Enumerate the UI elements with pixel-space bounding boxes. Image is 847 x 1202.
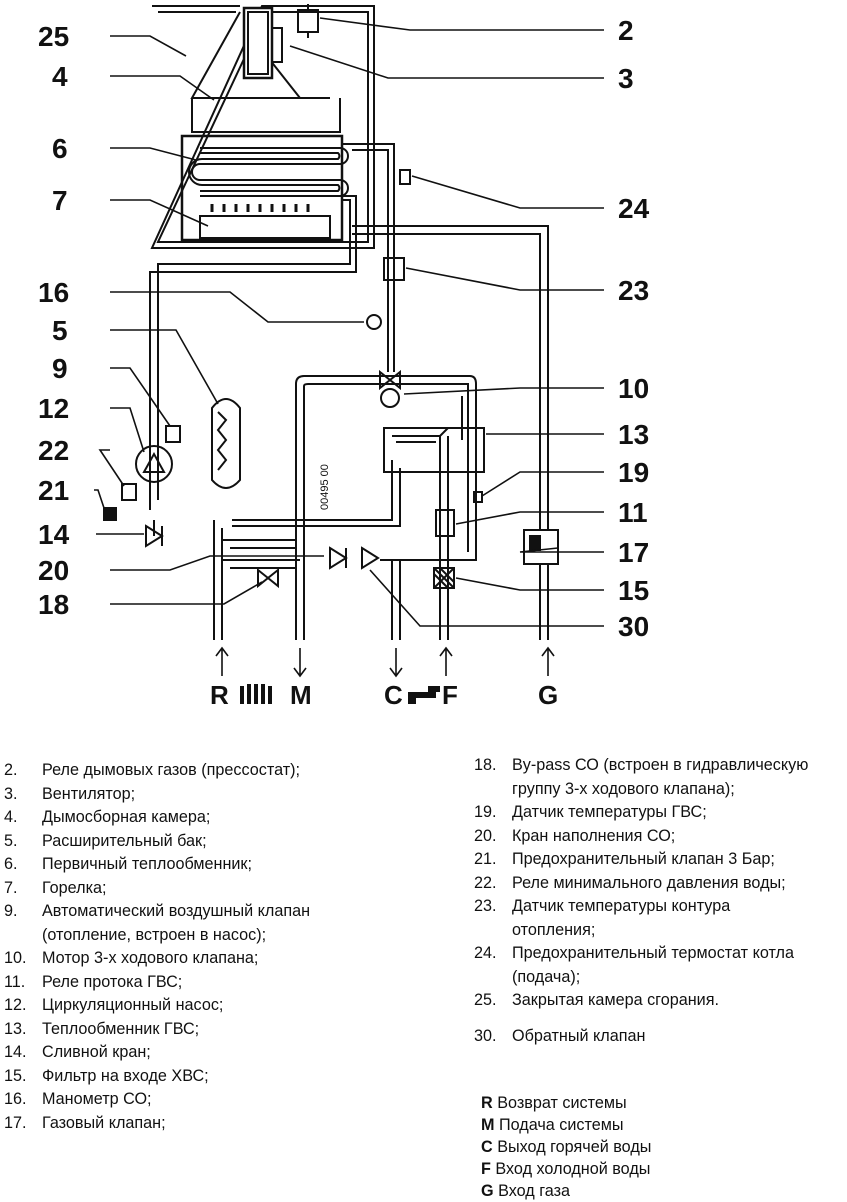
boiler-schematic: 25 4 6 7 16 5 9 12 22 21 14 20 18 2 3 24… <box>38 4 650 710</box>
ports-legend: R Возврат системы M Подача системы C Вых… <box>481 1092 651 1202</box>
port-f: F <box>442 680 458 710</box>
air-vent <box>165 425 181 443</box>
leader-lines <box>94 17 604 627</box>
callout-15: 15 <box>618 575 649 606</box>
cold-water-filter <box>433 567 455 589</box>
legend-item: 10.Мотор 3-х ходового клапана; <box>4 949 259 967</box>
callout-20: 20 <box>38 555 69 586</box>
callout-24: 24 <box>618 193 650 224</box>
ports-legend-item: M Подача системы <box>481 1116 624 1134</box>
callout-22: 22 <box>38 435 69 466</box>
legend-item: 25.Закрытая камера сгорания. <box>474 991 719 1009</box>
legend-left: 2.Реле дымовых газов (прессостат); 3.Вен… <box>4 759 424 1135</box>
legend-item: 18.By-pass СО (встроен в гидравлическую … <box>474 756 809 798</box>
dhw-heat-exchanger <box>232 396 485 527</box>
port-c: C <box>384 680 403 710</box>
gas-valve <box>523 529 559 565</box>
safety-valve <box>103 507 117 521</box>
callout-21: 21 <box>38 475 69 506</box>
callout-10: 10 <box>618 373 649 404</box>
callout-2: 2 <box>618 15 634 46</box>
dhw-sensor <box>473 491 483 503</box>
ports-legend-item: R Возврат системы <box>481 1094 627 1112</box>
fan <box>242 6 283 80</box>
legend-item: 23.Датчик температуры контура отопления; <box>474 897 731 939</box>
flue-hood <box>190 11 330 99</box>
callout-13: 13 <box>618 419 649 450</box>
legend-item: 24.Предохранительный термостат котла (по… <box>474 944 794 986</box>
bypass-valve <box>257 567 279 589</box>
legend-item: 15.Фильтр на входе ХВС; <box>4 1066 209 1085</box>
legend-item: 7.Горелка; <box>4 878 107 897</box>
manometer <box>366 314 382 330</box>
flow-switch <box>435 509 455 537</box>
min-pressure-switch <box>121 483 137 501</box>
port-g: G <box>538 680 558 710</box>
callout-18: 18 <box>38 589 69 620</box>
callout-11: 11 <box>618 497 648 528</box>
legend-item: 6.Первичный теплообменник; <box>4 855 253 873</box>
legend-item: 13.Теплообменник ГВС; <box>4 1019 200 1038</box>
legend-item: 21.Предохранительный клапан 3 Бар; <box>474 850 775 868</box>
circulation-pump <box>135 445 173 483</box>
ports-legend-item: G Вход газа <box>481 1182 571 1200</box>
pressure-switch <box>297 4 319 38</box>
callout-7: 7 <box>52 185 68 216</box>
ports-legend-item: F Вход холодной воды <box>481 1160 651 1178</box>
legend-item: 11.Реле протока ГВС; <box>4 972 183 991</box>
fill-tap <box>329 546 348 570</box>
tap-icon <box>408 686 440 704</box>
gas-pipe <box>352 225 549 640</box>
port-m: M <box>290 680 312 710</box>
port-r: R <box>210 680 229 710</box>
callout-14: 14 <box>38 519 70 550</box>
callout-17: 17 <box>618 537 649 568</box>
legend-item: 5.Расширительный бак; <box>4 831 207 850</box>
legend-item: 14.Сливной кран; <box>4 1043 151 1061</box>
callout-5: 5 <box>52 315 68 346</box>
valve-motor <box>380 388 400 408</box>
callout-16: 16 <box>38 277 69 308</box>
expansion-vessel <box>211 398 241 489</box>
callout-19: 19 <box>618 457 649 488</box>
ports-legend-item: C Выход горячей воды <box>481 1138 652 1156</box>
legend-item: 30.Обратный клапан <box>474 1026 646 1045</box>
three-way-valve <box>379 369 401 391</box>
callout-25: 25 <box>38 21 69 52</box>
safety-thermostat <box>399 169 411 185</box>
legend-item: 9.Автоматический воздушный клапан (отопл… <box>4 902 311 944</box>
callout-12: 12 <box>38 393 69 424</box>
radiator-icon <box>240 684 272 704</box>
legend-item: 20.Кран наполнения СО; <box>474 826 676 845</box>
legend-item: 17.Газовый клапан; <box>4 1113 166 1132</box>
legend-right: 18.By-pass СО (встроен в гидравлическую … <box>474 754 846 1048</box>
legend-item: 4.Дымосборная камера; <box>4 808 211 826</box>
legend-item: 19.Датчик температуры ГВС; <box>474 803 707 821</box>
legend-item: 22.Реле минимального давления воды; <box>474 873 786 892</box>
port-labels: R M C F G <box>210 680 558 710</box>
callout-4: 4 <box>52 61 68 92</box>
callout-labels: 25 4 6 7 16 5 9 12 22 21 14 20 18 2 3 24… <box>38 15 650 642</box>
legend-item: 16.Манометр СО; <box>4 1090 152 1108</box>
burner <box>199 204 331 239</box>
callout-6: 6 <box>52 133 68 164</box>
non-return-valve <box>361 546 380 570</box>
callout-3: 3 <box>618 63 634 94</box>
legend-item: 3.Вентилятор; <box>4 784 136 803</box>
flow-sensor <box>383 257 405 281</box>
callout-30: 30 <box>618 611 649 642</box>
legend-item: 2.Реле дымовых газов (прессостат); <box>4 761 301 779</box>
primary-heat-exchanger <box>180 134 349 242</box>
callout-23: 23 <box>618 275 649 306</box>
legend-item: 12.Циркуляционный насос; <box>4 996 224 1014</box>
port-arrows <box>215 646 555 678</box>
callout-9: 9 <box>52 353 68 384</box>
drawing-code: 00495 00 <box>319 464 331 510</box>
drain-tap <box>145 520 164 548</box>
